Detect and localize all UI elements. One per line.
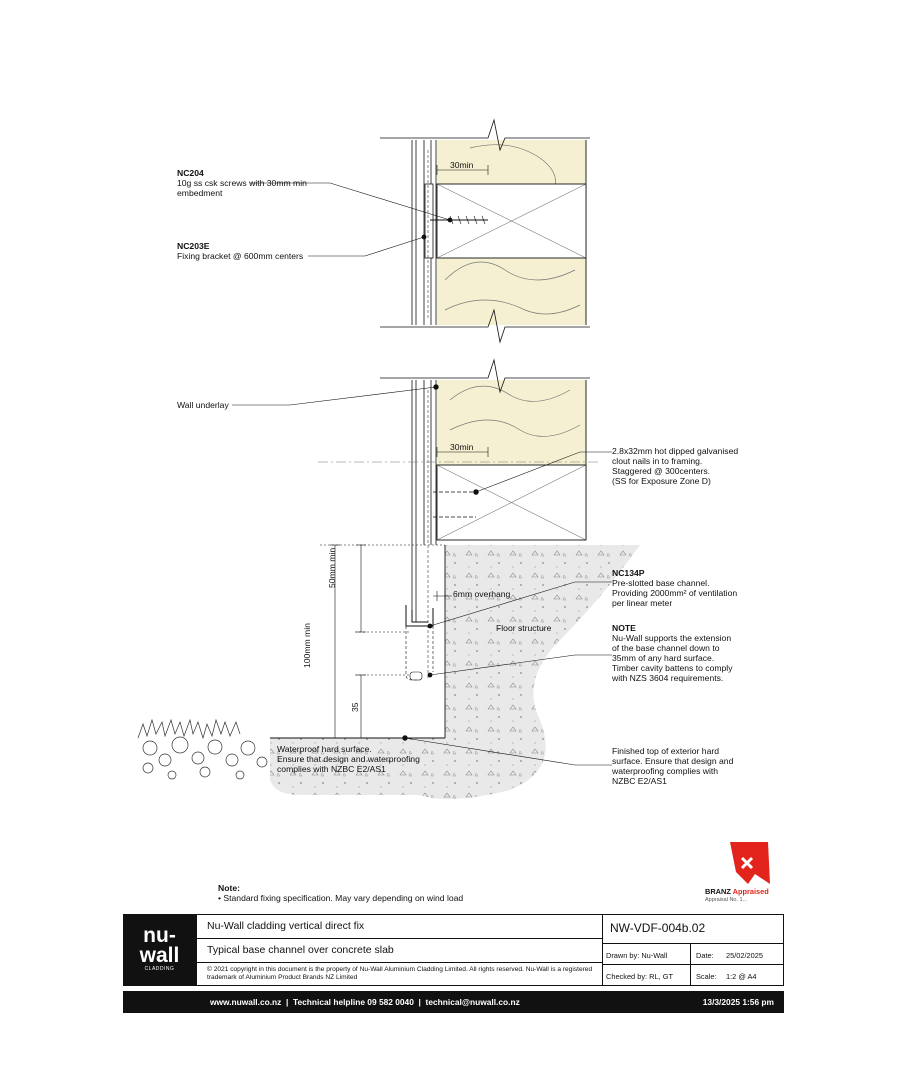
dim-30-upper bbox=[436, 165, 489, 175]
branz-appraisal-no: Appraisal No. 1... bbox=[705, 897, 748, 903]
dim-label-35: 35 bbox=[350, 702, 360, 712]
general-note: Note: • Standard fixing specification. M… bbox=[218, 883, 464, 903]
branz-appraised: BRANZ Appraised bbox=[705, 887, 769, 896]
drawing-number: NW-VDF-004b.02 bbox=[610, 921, 706, 935]
dim-label-30-lower: 30min bbox=[450, 442, 474, 452]
cladding-lower bbox=[411, 380, 437, 622]
footer-contact[interactable]: www.nuwall.co.nz | Technical helpline 09… bbox=[210, 997, 520, 1007]
dim-overhang bbox=[433, 591, 452, 601]
break-line-lower bbox=[380, 358, 590, 394]
dim-label-50: 50mm min bbox=[327, 547, 337, 588]
label-wall-underlay: Wall underlay bbox=[177, 400, 229, 410]
drawing-subtitle: Typical base channel over concrete slab bbox=[207, 944, 394, 956]
label-waterproof-surface: Waterproof hard surface. Ensure that des… bbox=[277, 744, 420, 774]
label-nc134p: NC134P Pre-slotted base channel. Providi… bbox=[612, 568, 738, 608]
vertical-dimensions bbox=[320, 544, 445, 739]
base-channel-extension bbox=[405, 626, 434, 681]
break-line-mid bbox=[380, 308, 590, 344]
label-note-extension: NOTE Nu-Wall supports the extension of t… bbox=[612, 623, 733, 683]
label-floor-structure: Floor structure bbox=[496, 623, 552, 633]
screw bbox=[421, 215, 488, 240]
label-clout-nails: 2.8x32mm hot dipped galvanised clout nai… bbox=[612, 446, 739, 486]
leader-lines bbox=[232, 182, 612, 766]
checked-by: Checked by: RL, GT bbox=[606, 972, 673, 981]
copyright-note: © 2021 copyright in this document is the… bbox=[207, 966, 593, 981]
dim-label-100: 100mm min bbox=[302, 623, 312, 668]
nuwall-logo: nu- wall CLADDING bbox=[123, 914, 196, 986]
footer-timestamp: 13/3/2025 1:56 pm bbox=[702, 997, 774, 1007]
cladding-upper bbox=[411, 140, 437, 325]
date-label: Date: bbox=[696, 951, 714, 960]
date-value: 25/02/2025 bbox=[726, 951, 763, 960]
lower-stud bbox=[436, 464, 587, 541]
drawing-title: Nu-Wall cladding vertical direct fix bbox=[207, 920, 365, 932]
base-channel bbox=[405, 605, 434, 627]
gravel-ground bbox=[137, 718, 268, 780]
label-overhang: 6mm overhang bbox=[453, 589, 511, 599]
footer-bar: www.nuwall.co.nz | Technical helpline 09… bbox=[123, 991, 784, 1013]
break-line-top bbox=[380, 118, 590, 152]
branz-logo-icon bbox=[730, 842, 770, 884]
upper-stud bbox=[436, 183, 587, 259]
label-nc203e: NC203E Fixing bracket @ 600mm centers bbox=[177, 241, 304, 261]
dim-label-30-upper: 30min bbox=[450, 160, 474, 170]
drawn-by: Drawn by: Nu-Wall bbox=[606, 951, 668, 960]
scale-value: 1:2 @ A4 bbox=[726, 972, 757, 981]
label-nc204: NC204 10g ss csk screws with 30mm min em… bbox=[177, 168, 307, 198]
scale-label: Scale: bbox=[696, 972, 717, 981]
dim-30-lower bbox=[436, 447, 489, 457]
label-finished-surface: Finished top of exterior hard surface. E… bbox=[612, 746, 734, 786]
